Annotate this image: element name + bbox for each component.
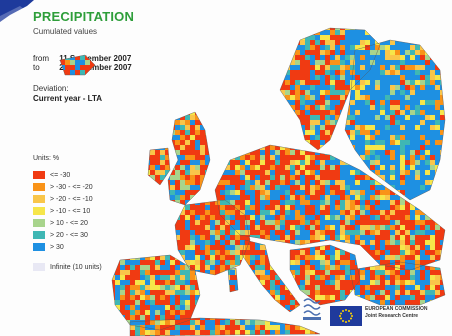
period-from-label: from xyxy=(33,54,49,63)
jrc-logo-icon xyxy=(303,298,321,320)
coastline xyxy=(174,199,251,276)
map-subtitle: Cumulated values xyxy=(33,27,98,36)
coastline xyxy=(289,244,361,306)
coastline xyxy=(111,254,201,331)
coastline xyxy=(147,147,171,186)
coastline xyxy=(279,27,381,151)
legend-label: <= -30 xyxy=(50,171,71,179)
map-title: PRECIPITATION xyxy=(33,9,135,24)
legend-label: > -30 - <= -20 xyxy=(50,183,93,191)
org-line-1: EUROPEAN COMMISSION xyxy=(365,306,428,312)
period-to-row: to 20 September 2007 xyxy=(33,63,132,72)
legend-label: > 20 - <= 30 xyxy=(50,231,88,239)
legend-swatch xyxy=(33,263,45,271)
legend-label: > -10 - <= 10 xyxy=(50,207,91,215)
corner-logo-mark xyxy=(0,0,34,22)
precipitation-deviation-cells xyxy=(60,28,445,336)
coastline xyxy=(344,39,446,201)
coastline xyxy=(241,239,301,313)
coastline xyxy=(129,317,321,336)
legend-swatch xyxy=(33,195,45,203)
org-line-2: Joint Research Centre xyxy=(365,313,419,319)
period-to-value: 20 September 2007 xyxy=(59,63,132,72)
coastline xyxy=(59,54,96,76)
legend-label: > -20 - <= -10 xyxy=(50,195,93,203)
org-block: EUROPEAN COMMISSION Joint Research Centr… xyxy=(365,306,450,320)
legend-item: <= -30 xyxy=(33,170,70,180)
legend-item: > -10 - <= 10 xyxy=(33,206,90,216)
legend-label: Infinite (10 units) xyxy=(50,263,102,271)
legend-swatch xyxy=(33,171,45,179)
legend-label: > 30 xyxy=(50,243,64,251)
period-to-label: to xyxy=(33,63,40,72)
coastline xyxy=(227,267,239,293)
legend-label: > 10 - <= 20 xyxy=(50,219,88,227)
period-from-row: from 11 September 2007 xyxy=(33,54,131,63)
deviation-label: Deviation: xyxy=(33,84,69,93)
legend-item: > -30 - <= -20 xyxy=(33,182,93,192)
legend-swatch xyxy=(33,207,45,215)
period-from-value: 11 September 2007 xyxy=(59,54,132,63)
legend-item: Infinite (10 units) xyxy=(33,262,102,272)
coastline xyxy=(349,261,446,306)
legend-swatch xyxy=(33,219,45,227)
legend-units: Units: % xyxy=(33,155,60,162)
legend-swatch xyxy=(33,243,45,251)
legend-item: > -20 - <= -10 xyxy=(33,194,93,204)
eu-flag-icon xyxy=(330,306,362,326)
legend-item: > 20 - <= 30 xyxy=(33,230,88,240)
legend-item: > 30 xyxy=(33,242,64,252)
deviation-value: Current year - LTA xyxy=(33,94,103,103)
legend-item: > 10 - <= 20 xyxy=(33,218,88,228)
coastline xyxy=(214,144,446,271)
credits-block: ​​​​​ xyxy=(336,258,446,283)
legend-swatch xyxy=(33,231,45,239)
legend-swatch xyxy=(33,183,45,191)
